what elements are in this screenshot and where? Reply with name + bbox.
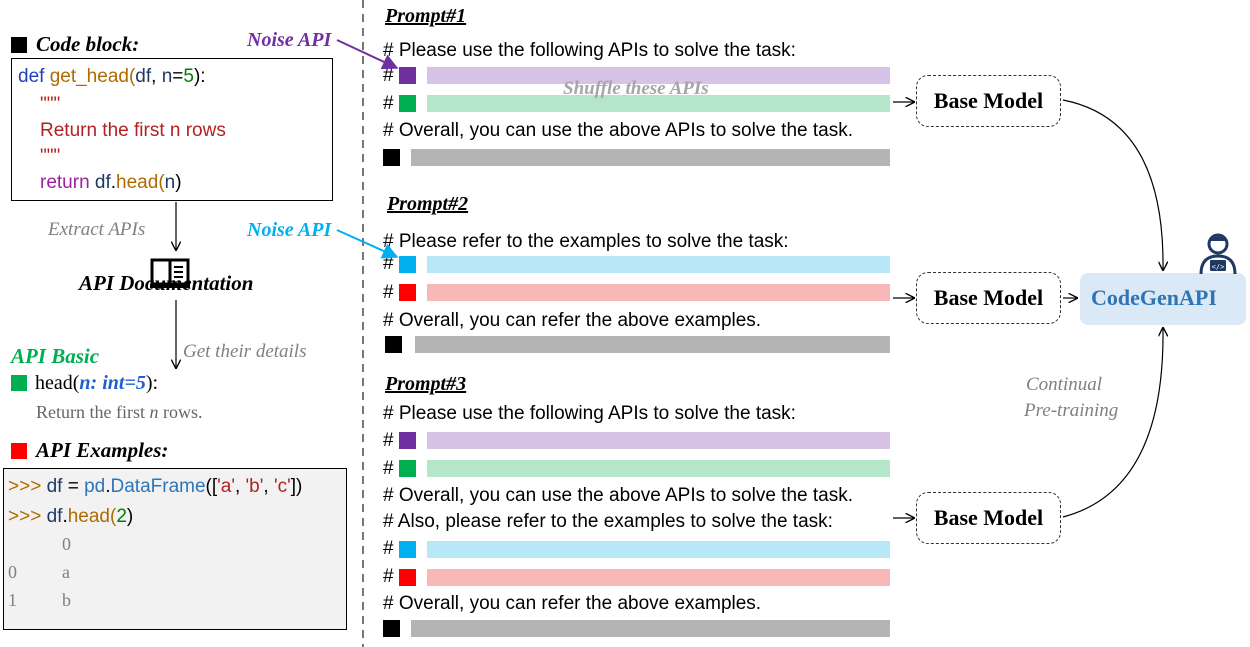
noise-arrow-purple: [336, 39, 399, 70]
api-basic-green-square-icon: [11, 375, 27, 391]
svg-text:</>: </>: [1212, 263, 1225, 271]
prompt-3-instruction: # Please use the following APIs to solve…: [383, 403, 796, 424]
base-model-box-2: Base Model: [916, 272, 1061, 324]
noise-arrow-blue: [336, 229, 399, 259]
noise-api-label-blue: Noise API: [247, 219, 332, 241]
prompt-2-instruction: # Please refer to the examples to solve …: [383, 231, 789, 252]
code-block-square-icon: [11, 37, 27, 53]
green-square-icon: [399, 95, 416, 112]
prompt-2-overall: # Overall, you can refer the above examp…: [383, 310, 762, 331]
codegenapi-label: CodeGenAPI: [1091, 285, 1217, 310]
green-square-icon: [399, 460, 416, 477]
hash: #: [383, 566, 394, 587]
red-square-icon: [399, 284, 416, 301]
green-api-bar: [427, 460, 890, 477]
docstring-close: """: [40, 146, 61, 167]
purple-square-icon: [399, 67, 416, 84]
hash: #: [383, 458, 394, 479]
gray-code-bar: [411, 620, 890, 637]
blue-example-bar: [427, 541, 890, 558]
blue-square-icon: [399, 256, 416, 273]
hash: #: [383, 65, 394, 86]
vertical-divider: [362, 0, 364, 647]
hash: #: [383, 538, 394, 559]
example-output-row-value: b: [62, 590, 71, 610]
example-line-2: >>> df.head(2): [8, 506, 134, 527]
api-examples-red-square-icon: [11, 443, 27, 459]
code-block-title: Code block:: [36, 32, 140, 56]
get-details-label: Get their details: [183, 341, 307, 362]
examples-box: [3, 468, 347, 630]
code-line-return: return df.head(n): [40, 172, 182, 193]
prompt-3-also: # Also, please refer to the examples to …: [383, 511, 833, 532]
model1-to-codegen-curve: [1062, 99, 1163, 270]
base-model-box-1: Base Model: [916, 75, 1061, 127]
prompt-3-overall-examples: # Overall, you can refer the above examp…: [383, 593, 762, 614]
docstring-open: """: [40, 94, 61, 115]
hash: #: [383, 93, 394, 114]
prompt-2-title: Prompt#2: [387, 193, 469, 215]
example-output-row-value: a: [62, 562, 70, 582]
api-signature: head(n: int=5):: [35, 372, 159, 394]
black-square-icon: [383, 620, 400, 637]
prompt-1-title: Prompt#1: [385, 5, 467, 27]
extract-apis-label: Extract APIs: [48, 219, 146, 240]
pretraining-label: Pre-training: [1024, 400, 1119, 421]
blue-square-icon: [399, 541, 416, 558]
red-example-bar: [427, 569, 890, 586]
black-square-icon: [385, 336, 402, 353]
purple-api-bar: [427, 432, 890, 449]
hash: #: [383, 253, 394, 274]
code-line-def: def get_head(df, n=5):: [18, 66, 206, 87]
red-square-icon: [399, 569, 416, 586]
example-output-row-index: 0: [8, 562, 17, 582]
api-documentation-title: API Documentation: [79, 271, 254, 295]
gray-code-bar: [411, 149, 890, 166]
black-square-icon: [383, 149, 400, 166]
api-examples-title: API Examples:: [36, 438, 169, 462]
codegenapi-box: [1080, 273, 1246, 325]
hash: #: [383, 282, 394, 303]
prompt-3-title: Prompt#3: [385, 373, 467, 395]
model3-to-codegen-curve: [1062, 328, 1163, 518]
red-example-bar: [427, 284, 890, 301]
example-output-header: 0: [62, 534, 71, 554]
base-model-box-3: Base Model: [916, 492, 1061, 544]
blue-example-bar: [427, 256, 890, 273]
code-block-box: [11, 58, 333, 201]
example-line-1: >>> df = pd.DataFrame(['a', 'b', 'c']): [8, 476, 303, 497]
shuffle-apis-label: Shuffle these APIs: [563, 78, 709, 99]
purple-api-bar: [427, 67, 890, 84]
noise-api-label-purple: Noise API: [247, 29, 332, 51]
prompt-3-overall-apis: # Overall, you can use the above APIs to…: [383, 485, 853, 506]
api-description: Return the first n rows.: [36, 402, 203, 422]
example-output-row-index: 1: [8, 590, 17, 610]
api-basic-title: API Basic: [11, 344, 100, 368]
prompt-1-overall: # Overall, you can use the above APIs to…: [383, 120, 853, 141]
gray-code-bar: [415, 336, 890, 353]
developer-avatar-icon: </>: [1199, 233, 1237, 275]
docstring-text: Return the first n rows: [40, 120, 226, 141]
book-icon: [150, 258, 190, 288]
prompt-1-instruction: # Please use the following APIs to solve…: [383, 40, 796, 61]
green-api-bar: [427, 95, 890, 112]
purple-square-icon: [399, 432, 416, 449]
continual-label: Continual: [1026, 374, 1103, 395]
hash: #: [383, 430, 394, 451]
